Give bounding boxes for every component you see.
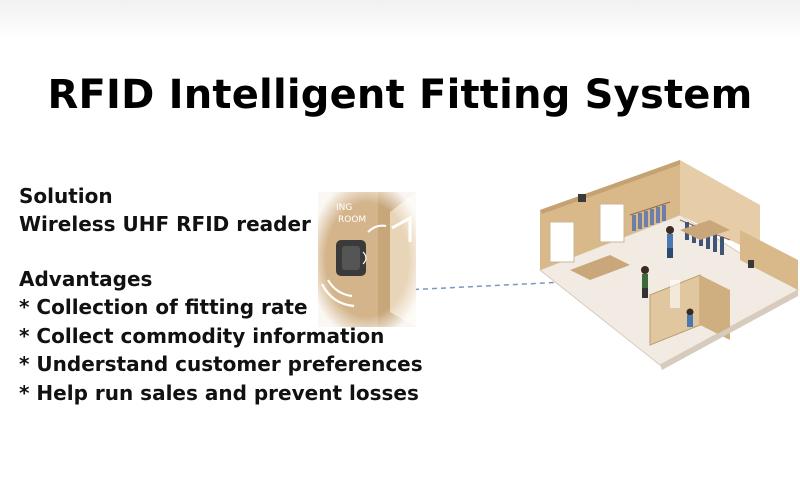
- advantage-item: * Collection of fitting rate: [19, 295, 308, 319]
- advantage-item: * Understand customer preferences: [19, 352, 423, 377]
- page-title: RFID Intelligent Fitting System: [47, 72, 753, 118]
- advantage-item: * Help run sales and prevent losses: [19, 380, 419, 405]
- advantages-list: * Collection of fitting rate * Collect c…: [19, 293, 439, 407]
- store-illustration: [539, 160, 799, 370]
- content-block: Solution Wireless UHF RFID reader Advant…: [19, 182, 439, 407]
- advantages-heading: Advantages: [19, 267, 153, 291]
- solution-item: Wireless UHF RFID reader: [19, 212, 311, 236]
- solution-heading: Solution: [19, 184, 113, 208]
- advantage-item: * Collect commodity information: [19, 323, 385, 348]
- rfid-reader-photo: ING ROOM: [318, 192, 416, 327]
- top-shade: [0, 0, 800, 40]
